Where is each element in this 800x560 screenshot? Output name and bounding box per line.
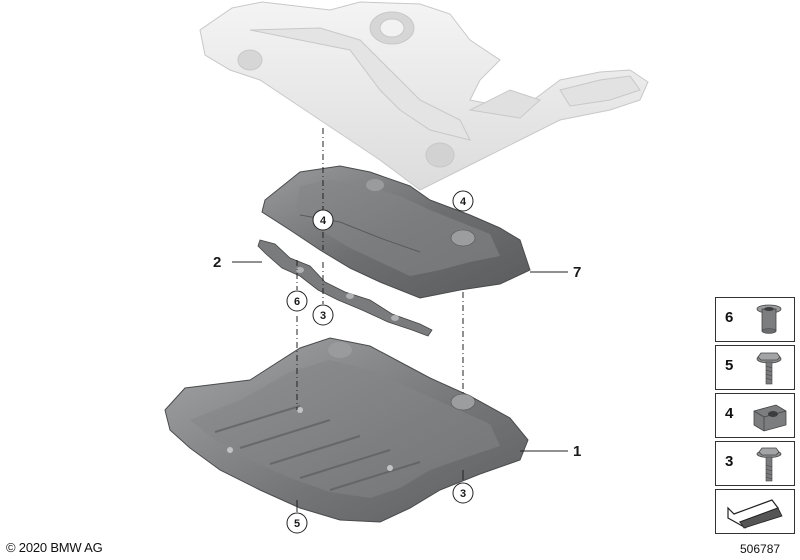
callout-1: 1 [573,443,581,460]
lower-underbody-shield [164,337,529,523]
callout-4-upper-right: 4 [452,190,474,212]
svg-text:3: 3 [320,310,326,322]
callout-3-bracket: 3 [312,304,334,326]
subframe [199,1,649,191]
svg-text:4: 4 [460,196,467,208]
callout-5: 5 [286,512,308,534]
legend-item-rivet-nut: 6 [715,297,795,342]
svg-text:5: 5 [294,518,300,530]
hex-flange-bolt-icon [756,352,782,385]
legend-item-hex-bolt: 3 [715,441,795,486]
leader-lines [232,261,568,512]
hex-bolt-icon [756,447,782,482]
forward-direction-arrow-icon [727,499,783,529]
rivet-nut-icon [756,304,782,334]
svg-text:4: 4 [320,215,327,227]
legend-number: 4 [725,405,734,422]
svg-text:3: 3 [460,488,466,500]
callout-2: 2 [213,254,221,271]
callout-3-lower: 3 [452,482,474,504]
legend-number: 3 [725,453,734,470]
clip-nut-icon [753,404,787,432]
legend-item-clip-nut: 4 [715,393,795,438]
callout-7: 7 [573,264,581,281]
callout-4-upper-left: 4 [312,209,334,231]
svg-text:6: 6 [294,296,300,308]
legend-direction-box [715,489,795,534]
legend-number: 6 [725,309,734,326]
diagram-number: 506787 [740,542,781,556]
legend-item-hex-flange-bolt: 5 [715,345,795,390]
upper-underbody-shield [261,165,531,299]
mounting-bracket [257,239,433,337]
callout-6: 6 [286,290,308,312]
assembly-guide-lines [296,128,464,410]
copyright-notice: © 2020 BMW AG [6,540,103,555]
legend-number: 5 [725,357,734,374]
